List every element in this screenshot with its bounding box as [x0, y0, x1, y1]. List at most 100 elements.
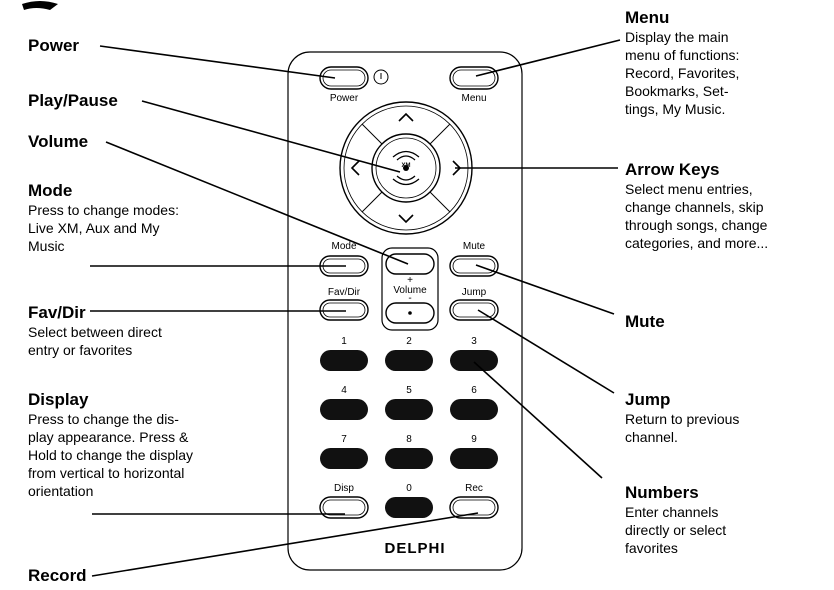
- callout-desc-line: Select between direct: [28, 324, 162, 340]
- menu-button[interactable]: [449, 66, 499, 90]
- callout-desc-line: orientation: [28, 483, 94, 499]
- mode-label: Mode: [331, 241, 357, 252]
- leader-play-pause: [141, 100, 401, 173]
- callout-desc-line: entry or favorites: [28, 342, 133, 358]
- callout-desc-line: Bookmarks, Set-: [625, 83, 729, 99]
- callout-title: Arrow Keys: [625, 160, 720, 179]
- fav-dir-button[interactable]: [319, 299, 369, 321]
- callout-power: Power: [28, 36, 79, 56]
- callout-desc-line: Press to change the dis-: [28, 411, 179, 427]
- callout-menu: Menu Display the main menu of functions:…: [625, 8, 739, 118]
- number-label-7: 7: [341, 434, 347, 445]
- disp-button[interactable]: [319, 496, 369, 519]
- mute-button[interactable]: [449, 255, 499, 277]
- callout-desc-line: favorites: [625, 540, 678, 556]
- leader-record: [91, 512, 479, 577]
- callout-desc-line: directly or select: [625, 522, 727, 538]
- callout-desc-line: Record, Favorites,: [625, 65, 740, 81]
- number-key-8: [385, 448, 433, 469]
- number-label-9: 9: [471, 434, 477, 445]
- number-label-5: 5: [406, 385, 412, 396]
- callout-title: Jump: [625, 390, 671, 409]
- number-key-3: [450, 350, 498, 371]
- callout-record: Record: [28, 566, 87, 586]
- number-label-2: 2: [406, 336, 412, 347]
- callout-numbers: Numbers Enter channels directly or selec…: [625, 483, 726, 557]
- jump-label: Jump: [461, 287, 487, 298]
- leader-mute: [475, 264, 615, 315]
- callout-desc-line: channel.: [625, 429, 678, 445]
- leader-power: [99, 45, 336, 79]
- callout-desc-line: Select menu entries,: [625, 181, 753, 197]
- callout-desc-line: menu of functions:: [625, 47, 740, 63]
- leader-volume: [105, 141, 409, 265]
- callout-title: Record: [28, 566, 87, 585]
- power-label: Power: [329, 93, 359, 104]
- rec-label: Rec: [465, 483, 483, 494]
- callout-title: Mute: [625, 312, 665, 331]
- callout-title: Numbers: [625, 483, 699, 502]
- rec-button[interactable]: [449, 496, 499, 519]
- power-button[interactable]: [319, 66, 369, 90]
- xm-logo-text: XM: [401, 163, 411, 169]
- number-label-4: 4: [341, 385, 347, 396]
- zero-label: 0: [406, 483, 412, 494]
- callout-title: Play/Pause: [28, 91, 118, 110]
- arrow-keys-pad[interactable]: [339, 101, 473, 235]
- xm-logo-icon: [392, 150, 420, 186]
- callout-desc-line: play appearance. Press &: [28, 429, 189, 445]
- disp-label: Disp: [333, 483, 354, 494]
- volume-plus-label: +: [407, 275, 413, 286]
- callout-mute: Mute: [625, 312, 665, 332]
- callout-desc-line: change channels, skip: [625, 199, 764, 215]
- number-key-7: [320, 448, 368, 469]
- callout-mode: Mode Press to change modes: Live XM, Aux…: [28, 181, 179, 255]
- callout-title: Mode: [28, 181, 73, 200]
- volume-minus-label: -: [408, 293, 412, 304]
- leader-jump: [477, 309, 615, 394]
- number-key-9: [450, 448, 498, 469]
- number-key-6: [450, 399, 498, 420]
- callout-title: Volume: [28, 132, 89, 151]
- callout-fav-dir: Fav/Dir Select between direct entry or f…: [28, 303, 162, 359]
- chevron-left-icon: [350, 160, 360, 176]
- callout-desc-line: Press to change modes:: [28, 202, 179, 218]
- callout-desc-line: from vertical to horizontal: [28, 465, 185, 481]
- number-label-6: 6: [471, 385, 477, 396]
- callout-desc-line: tings, My Music.: [625, 101, 726, 117]
- number-key-1: [320, 350, 368, 371]
- callout-desc-line: Hold to change the display: [28, 447, 193, 463]
- callout-volume: Volume: [28, 132, 88, 152]
- number-key-0: [385, 497, 433, 518]
- callout-title: Display: [28, 390, 89, 409]
- callout-desc-line: categories, and more...: [625, 235, 769, 251]
- callout-desc-line: Display the main: [625, 29, 729, 45]
- volume-up-button[interactable]: [385, 253, 435, 275]
- brand-logo: DELPHI: [384, 540, 446, 557]
- cropped-graphic: [22, 1, 58, 10]
- callout-arrow-keys: Arrow Keys Select menu entries, change c…: [625, 160, 768, 252]
- leader-menu: [475, 39, 621, 77]
- leader-numbers: [473, 361, 603, 479]
- number-key-4: [320, 399, 368, 420]
- fav-dir-label: Fav/Dir: [327, 287, 361, 298]
- callout-play-pause: Play/Pause: [28, 91, 118, 111]
- number-keypad[interactable]: [320, 350, 498, 518]
- chevron-up-icon: [398, 112, 414, 122]
- callout-desc-line: Return to previous: [625, 411, 740, 427]
- callout-jump: Jump Return to previous channel.: [625, 390, 739, 446]
- number-label-8: 8: [406, 434, 412, 445]
- number-key-2: [385, 350, 433, 371]
- callout-title: Menu: [625, 8, 670, 27]
- callout-desc-line: Music: [28, 238, 65, 254]
- callout-title: Fav/Dir: [28, 303, 86, 322]
- callout-desc-line: Live XM, Aux and My: [28, 220, 160, 236]
- callout-desc-line: Enter channels: [625, 504, 719, 520]
- callout-display: Display Press to change the dis- play ap…: [28, 390, 193, 500]
- number-label-3: 3: [471, 336, 477, 347]
- callout-title: Power: [28, 36, 80, 55]
- volume-label: Volume: [393, 285, 427, 296]
